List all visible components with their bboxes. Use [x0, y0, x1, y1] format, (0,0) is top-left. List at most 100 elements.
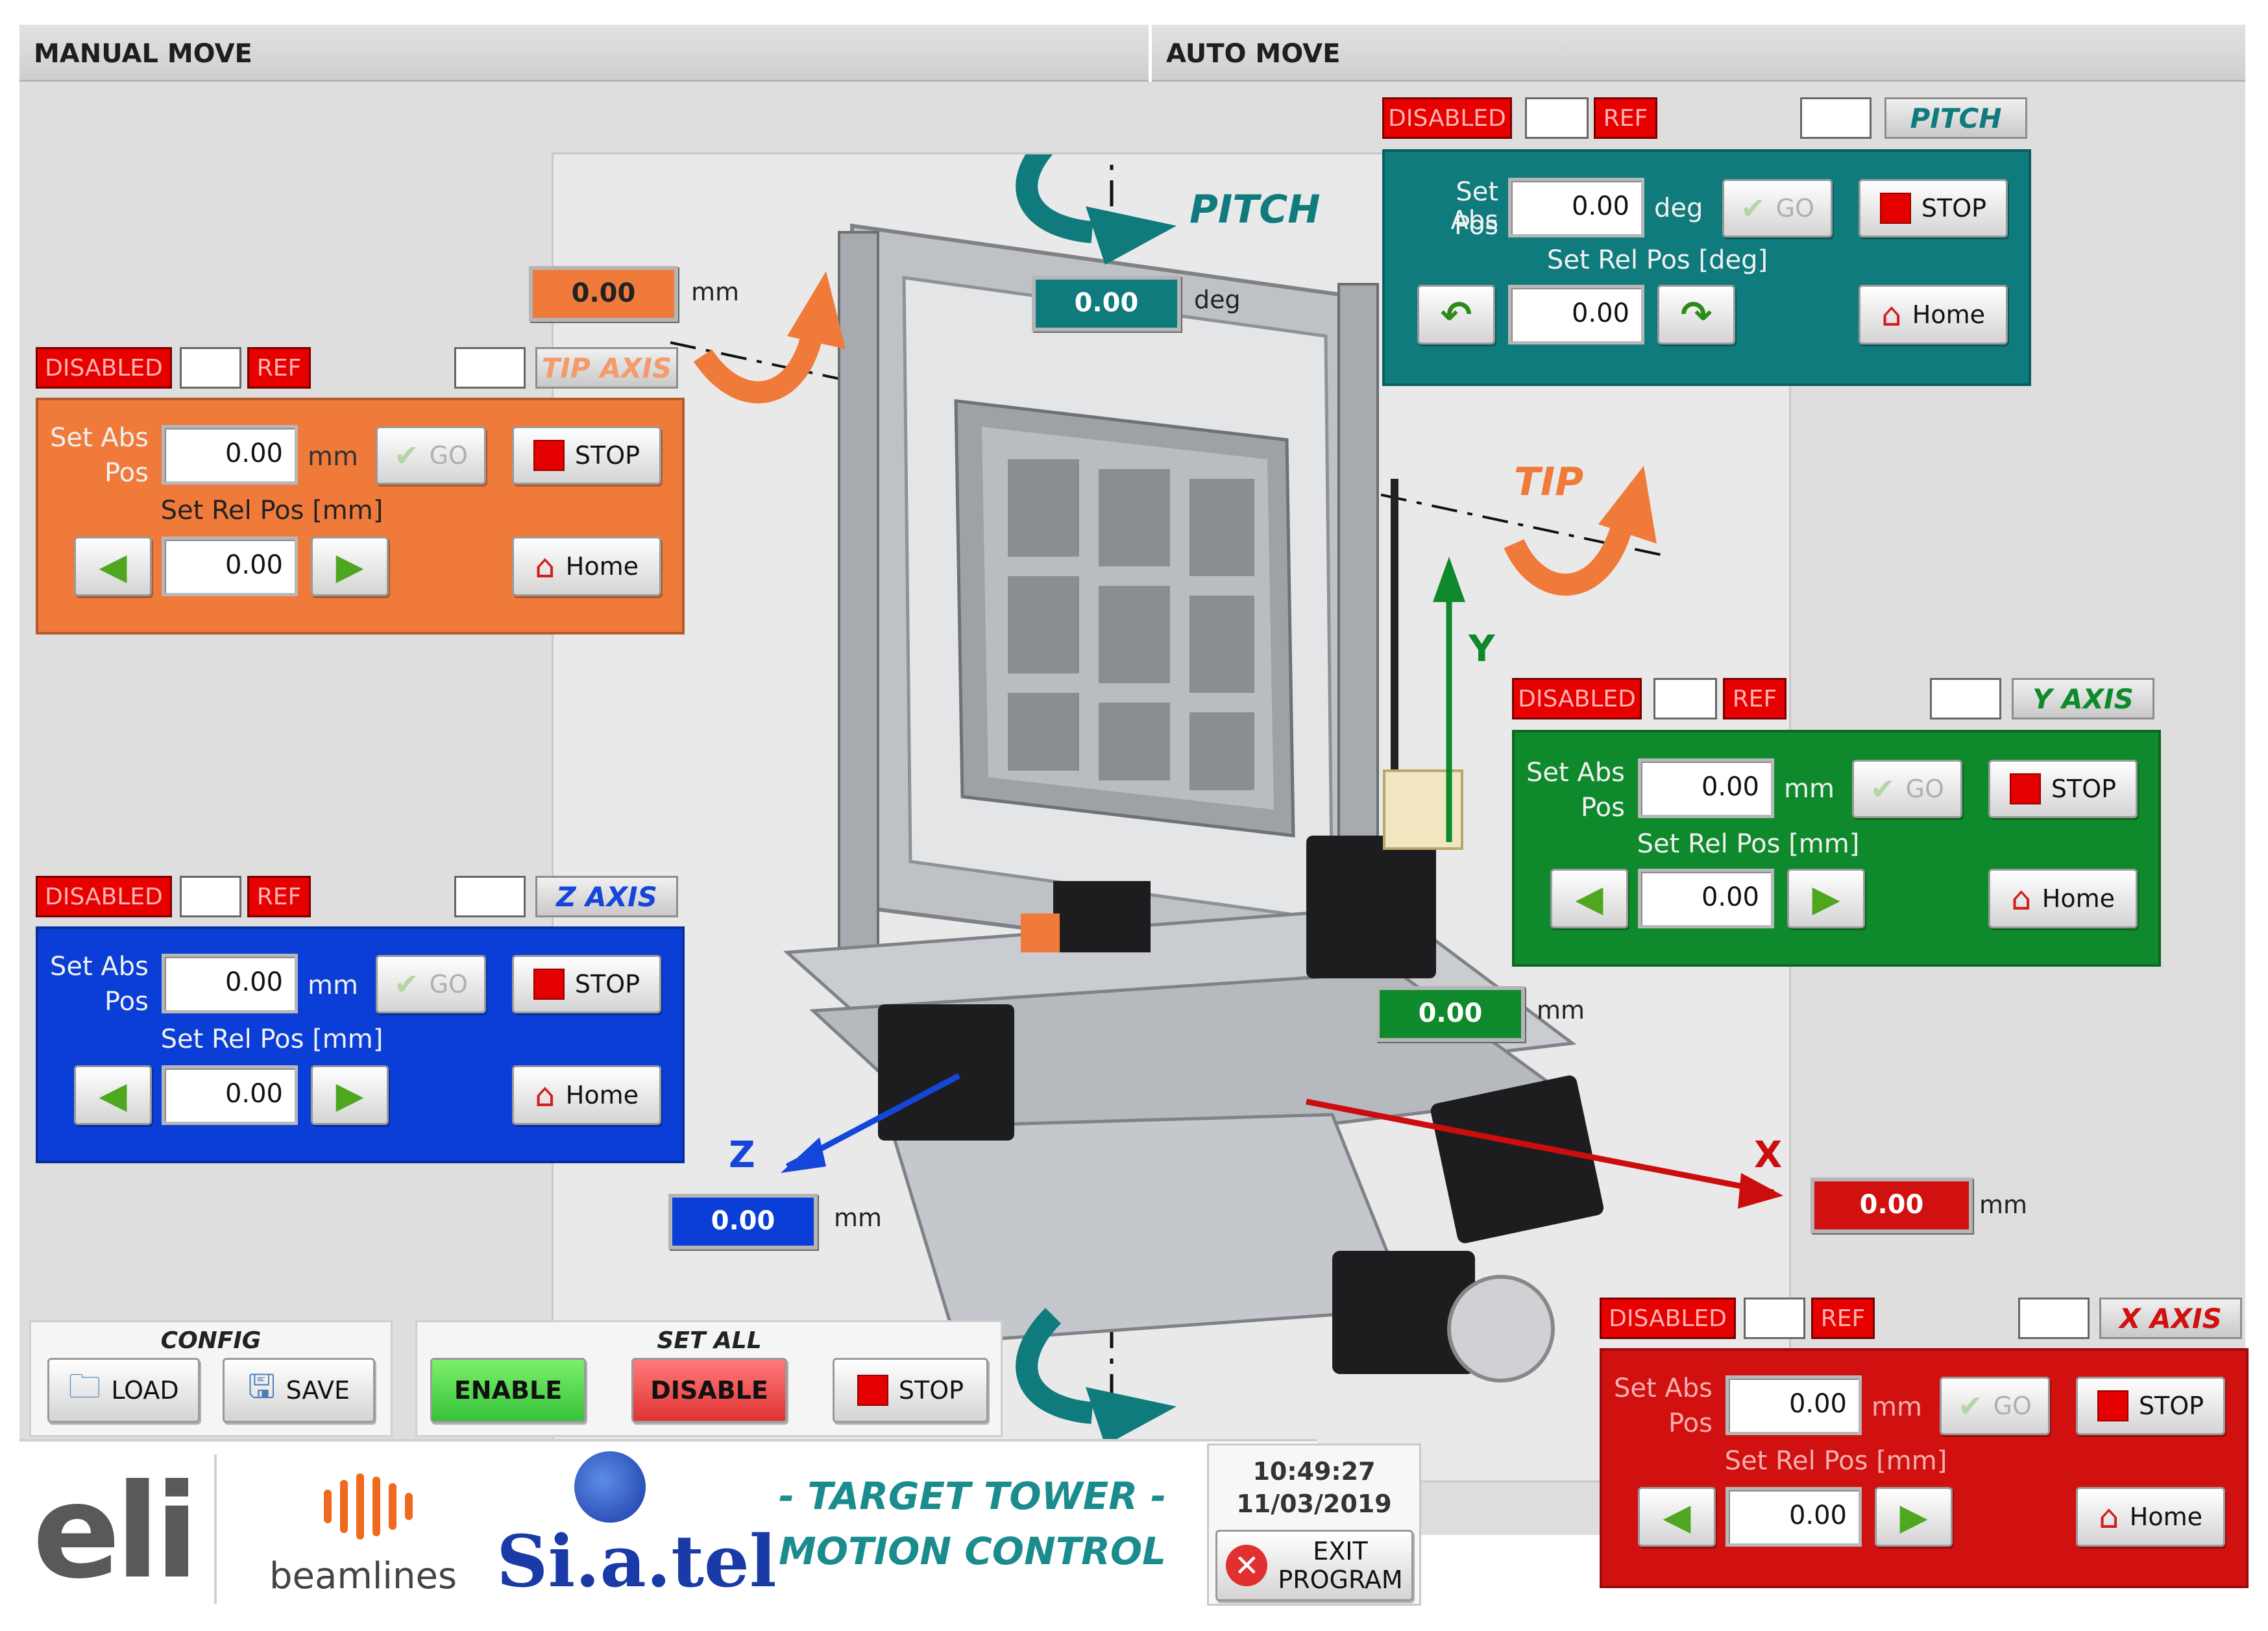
y-go-button[interactable]: ✔GO: [1852, 760, 1962, 818]
tip-abs-pos-input[interactable]: 0.00: [162, 425, 298, 485]
y-status-blank: [1653, 678, 1717, 719]
stop-square-icon: [857, 1375, 888, 1406]
tip-rel-pos-input[interactable]: 0.00: [162, 537, 298, 596]
tab-y-axis[interactable]: Y AXIS: [2012, 678, 2154, 719]
y-axis-control: DISABLED REF Y AXIS Set Abs Pos 0.00 mm …: [1512, 678, 2161, 967]
tab-x-axis[interactable]: X AXIS: [2099, 1298, 2242, 1339]
folder-open-icon: 🗀: [68, 1367, 101, 1405]
set-all-stop-button[interactable]: STOP: [833, 1358, 988, 1423]
pitch-rel-pos-input[interactable]: 0.00: [1508, 285, 1644, 344]
y-abs-pos-input[interactable]: 0.00: [1638, 758, 1774, 818]
arrow-left-icon: ◀: [1663, 1495, 1691, 1538]
y-go-label: GO: [1905, 775, 1944, 803]
y-rel-pos-input[interactable]: 0.00: [1638, 869, 1774, 928]
tab-z-axis[interactable]: Z AXIS: [535, 876, 678, 917]
tip-home-button[interactable]: ⌂Home: [512, 537, 661, 596]
enable-label: ENABLE: [454, 1376, 563, 1405]
pitch-position-readout: 0.00: [1032, 276, 1181, 332]
z-move-left-button[interactable]: ◀: [74, 1065, 152, 1125]
beamlines-text: beamlines: [269, 1555, 457, 1597]
rotate-cw-icon: ↷: [1680, 293, 1713, 337]
home-icon: ⌂: [1881, 296, 1902, 333]
y-stop-label: STOP: [2051, 775, 2117, 803]
x-home-button[interactable]: ⌂Home: [2076, 1487, 2225, 1547]
x-move-right-button[interactable]: ▶: [1875, 1487, 1953, 1547]
z-abs-pos-input[interactable]: 0.00: [162, 954, 298, 1013]
y-readout-unit: mm: [1537, 996, 1585, 1024]
tab-auto-move[interactable]: AUTO MOVE: [1152, 25, 2245, 82]
pitch-disabled-indicator: DISABLED: [1382, 97, 1512, 139]
x-abs-pos-input[interactable]: 0.00: [1725, 1375, 1862, 1435]
tip-move-right-button[interactable]: ▶: [311, 537, 389, 596]
pitch-status-blank: [1525, 97, 1589, 139]
z-rel-pos-label: Set Rel Pos [mm]: [160, 1024, 384, 1054]
z-status-blank: [180, 876, 241, 917]
pitch-go-label: GO: [1775, 194, 1814, 223]
y-stop-button[interactable]: STOP: [1988, 760, 2138, 818]
pitch-ref-indicator: REF: [1594, 97, 1657, 139]
pitch-rotate-cw-button[interactable]: ↷: [1657, 285, 1735, 344]
exit-label-stack: EXIT PROGRAM: [1278, 1537, 1402, 1594]
y-home-button[interactable]: ⌂Home: [1988, 869, 2138, 928]
x-set-abs-label-2: Pos: [1668, 1408, 1713, 1438]
tab-tip-axis[interactable]: TIP AXIS: [535, 347, 678, 389]
pitch-abs-pos-input[interactable]: 0.00: [1508, 178, 1644, 237]
check-icon: ✔: [1740, 191, 1766, 226]
z-home-label: Home: [565, 1081, 639, 1109]
y-move-left-button[interactable]: ◀: [1550, 869, 1628, 928]
tab-manual-move[interactable]: MANUAL MOVE: [19, 25, 1149, 82]
pitch-panel: Set Abs Pos 0.00 deg ✔GO STOP Set Rel Po…: [1382, 149, 2031, 386]
config-load-button[interactable]: 🗀LOAD: [47, 1358, 200, 1423]
z-stop-button[interactable]: STOP: [512, 955, 661, 1013]
set-all-enable-button[interactable]: ENABLE: [430, 1358, 586, 1423]
x-disabled-indicator: DISABLED: [1600, 1298, 1736, 1339]
tip-panel: Set Abs Pos 0.00 mm ✔GO STOP Set Rel Pos…: [36, 398, 685, 634]
tab-pitch-axis[interactable]: PITCH: [1884, 97, 2027, 139]
x-position-readout: 0.00: [1811, 1178, 1973, 1233]
arrow-left-icon: ◀: [99, 545, 127, 588]
y-indicator-blank: [1930, 678, 2001, 719]
config-save-button[interactable]: 🖫SAVE: [223, 1358, 375, 1423]
pitch-rotate-ccw-button[interactable]: ↶: [1417, 285, 1495, 344]
tip-scene-label: TIP: [1514, 459, 1584, 505]
pitch-stop-button[interactable]: STOP: [1859, 179, 2008, 237]
y-set-abs-label-1: Set Abs: [1526, 758, 1625, 788]
pitch-rel-pos-label: Set Rel Pos [deg]: [1546, 245, 1768, 275]
stop-square-icon: [2009, 773, 2041, 804]
x-go-button[interactable]: ✔GO: [1940, 1377, 2050, 1435]
z-rel-pos-input[interactable]: 0.00: [162, 1065, 298, 1125]
y-panel: Set Abs Pos 0.00 mm ✔GO STOP Set Rel Pos…: [1512, 730, 2161, 967]
y-disabled-indicator: DISABLED: [1512, 678, 1642, 719]
z-home-button[interactable]: ⌂Home: [512, 1065, 661, 1125]
y-rel-pos-label: Set Rel Pos [mm]: [1637, 829, 1860, 859]
home-icon: ⌂: [2099, 1498, 2119, 1536]
pitch-indicator-blank: [1800, 97, 1872, 139]
pitch-abs-unit: deg: [1654, 193, 1703, 223]
z-set-abs-label-2: Pos: [104, 987, 149, 1017]
z-go-button[interactable]: ✔GO: [376, 955, 486, 1013]
z-move-right-button[interactable]: ▶: [311, 1065, 389, 1125]
exit-program-button[interactable]: ✕ EXIT PROGRAM: [1215, 1530, 1413, 1601]
stop-square-icon: [533, 440, 565, 471]
set-all-disable-button[interactable]: DISABLE: [631, 1358, 787, 1423]
pitch-home-label: Home: [1912, 300, 1985, 329]
tip-set-abs-label-2: Pos: [104, 458, 149, 488]
tip-stop-button[interactable]: STOP: [512, 426, 661, 485]
x-stop-button[interactable]: STOP: [2076, 1377, 2225, 1435]
tip-move-left-button[interactable]: ◀: [74, 537, 152, 596]
pitch-go-button[interactable]: ✔ GO: [1722, 179, 1833, 237]
x-move-left-button[interactable]: ◀: [1638, 1487, 1716, 1547]
eli-logo: eli: [32, 1456, 199, 1608]
arrow-right-icon: ▶: [1899, 1495, 1928, 1538]
stop-square-icon: [2097, 1390, 2128, 1421]
x-rel-pos-input[interactable]: 0.00: [1725, 1487, 1862, 1547]
arrow-right-icon: ▶: [335, 545, 364, 588]
tip-go-button[interactable]: ✔GO: [376, 426, 486, 485]
pitch-home-button[interactable]: ⌂ Home: [1859, 285, 2008, 344]
y-move-right-button[interactable]: ▶: [1787, 869, 1865, 928]
z-readout-unit: mm: [834, 1203, 883, 1232]
x-scene-label: X: [1754, 1134, 1783, 1176]
tower-illustration: [670, 128, 1783, 1484]
x-abs-unit: mm: [1872, 1392, 1922, 1422]
